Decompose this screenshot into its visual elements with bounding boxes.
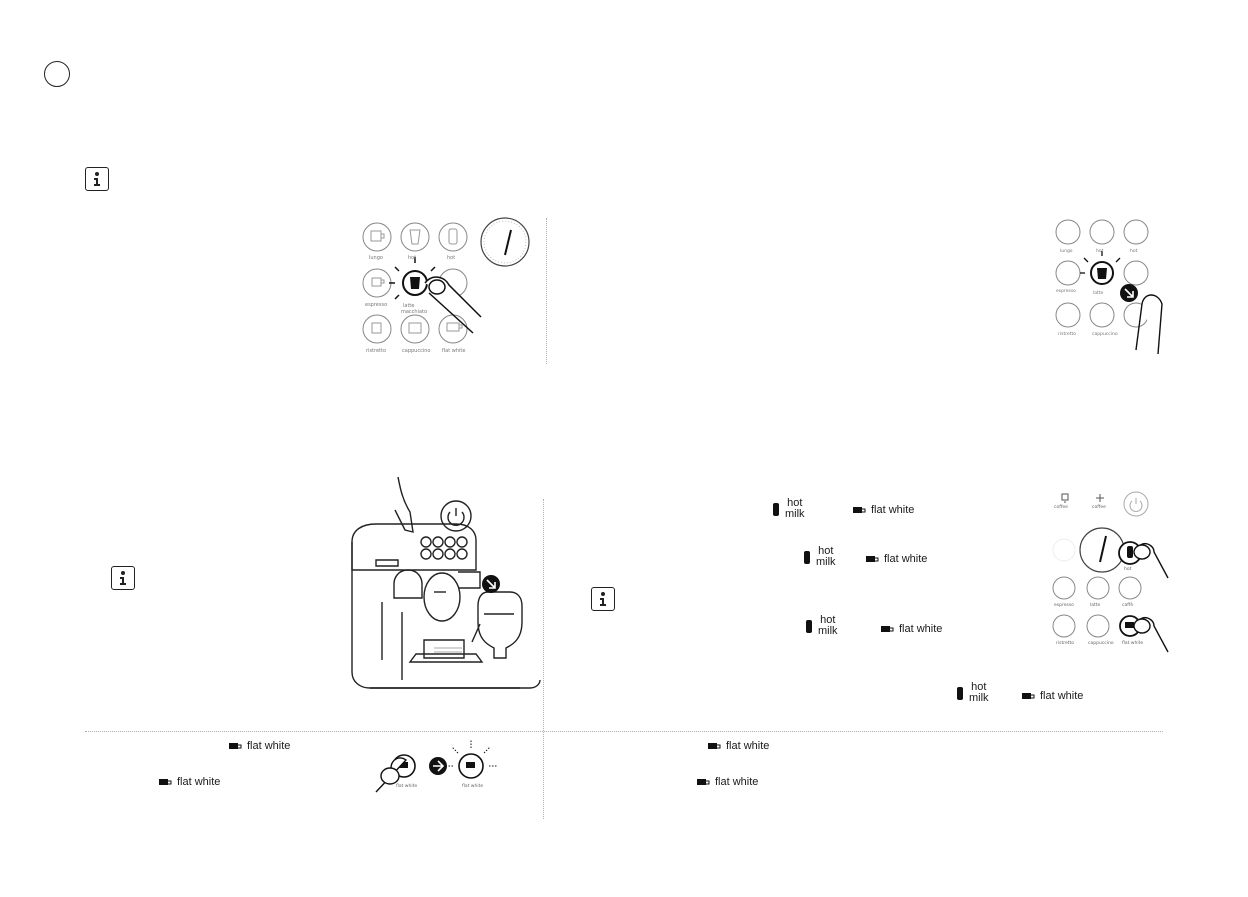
cup-icon — [1022, 692, 1035, 699]
machine-illustration — [351, 476, 541, 689]
flat-white-button-reference: flat white — [852, 505, 914, 516]
cup-icon — [881, 625, 894, 632]
svg-text:flat white: flat white — [396, 783, 417, 789]
press-to-light-illustration: flat white flat white — [375, 740, 497, 793]
flat-white-button-reference: flat white — [880, 624, 942, 635]
flat-white-button-reference: flat white — [865, 554, 927, 565]
svg-text:espresso: espresso — [1054, 602, 1074, 608]
svg-text:cappuccino: cappuccino — [402, 348, 430, 354]
svg-text:cappuccino: cappuccino — [1088, 640, 1114, 646]
svg-text:ristretto: ristretto — [1058, 331, 1076, 337]
svg-text:hot: hot — [1130, 248, 1138, 254]
svg-text:caffè: caffè — [1122, 601, 1133, 608]
divider-horizontal — [85, 731, 1163, 732]
flat-white-button-reference: flat white — [158, 777, 220, 788]
cup-icon — [866, 555, 879, 562]
divider-vertical-bottom — [543, 499, 544, 819]
flat-white-button-reference: flat white — [228, 741, 290, 752]
flat-white-button-reference: flat white — [707, 741, 769, 752]
svg-text:latte: latte — [1090, 602, 1101, 608]
info-icon — [591, 587, 615, 611]
info-icon — [111, 566, 135, 590]
svg-text:hot: hot — [1096, 248, 1104, 254]
milk-jug-icon — [806, 620, 812, 633]
svg-text:hot: hot — [1124, 566, 1132, 572]
svg-text:coffee: coffee — [1054, 504, 1068, 510]
step-number-circle — [44, 61, 70, 87]
flat-white-button-reference: flat white — [1021, 691, 1083, 702]
cup-icon — [229, 742, 242, 749]
svg-text:flat white: flat white — [1122, 640, 1143, 646]
milk-jug-icon — [804, 551, 810, 564]
svg-text:cappuccino: cappuccino — [1092, 331, 1118, 337]
svg-text:lungo: lungo — [369, 255, 383, 261]
milk-jug-icon — [957, 687, 963, 700]
svg-text:hot: hot — [408, 255, 416, 261]
svg-text:espresso: espresso — [1056, 288, 1076, 294]
svg-text:flat white: flat white — [442, 348, 465, 354]
svg-text:latte: latte — [1093, 290, 1104, 296]
cup-icon — [697, 778, 710, 785]
svg-text:macchiato: macchiato — [401, 309, 427, 315]
svg-text:coffee: coffee — [1092, 504, 1106, 510]
svg-text:ristretto: ristretto — [366, 348, 386, 354]
svg-text:ristretto: ristretto — [1056, 640, 1074, 646]
flat-white-button-reference: flat white — [696, 777, 758, 788]
svg-text:espresso: espresso — [365, 302, 387, 308]
svg-text:latte: latte — [403, 303, 414, 309]
cup-icon — [853, 506, 866, 513]
svg-text:flat white: flat white — [462, 783, 483, 789]
control-panel-illustration-2: lungo hot hot espresso latte ristretto cappu… — [1055, 219, 1163, 354]
cup-icon — [708, 742, 721, 749]
cup-icon — [159, 778, 172, 785]
divider-vertical-top — [546, 218, 547, 364]
svg-text:hot: hot — [447, 255, 455, 261]
info-icon — [85, 167, 109, 191]
control-panel-illustration-3: coffee coffee hot espresso latte caffè rist… — [1052, 491, 1169, 653]
milk-jug-icon — [773, 503, 779, 516]
svg-text:lungo: lungo — [1060, 248, 1073, 254]
